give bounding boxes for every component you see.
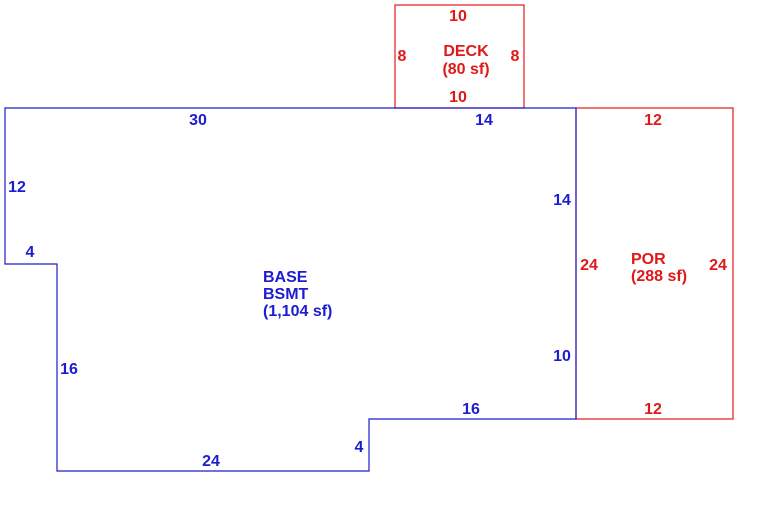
deck-dim-bottom: 10 xyxy=(449,89,467,106)
base-dim-bottom-left: 24 xyxy=(202,453,220,470)
porch-name: POR xyxy=(631,251,666,268)
porch-dim-bottom: 12 xyxy=(644,401,662,418)
base-dim-top-left: 30 xyxy=(189,112,207,129)
porch-dim-right: 24 xyxy=(709,257,727,274)
deck-dim-right: 8 xyxy=(511,48,520,65)
base-dim-top-right: 14 xyxy=(475,112,493,129)
base-name: BASE xyxy=(263,269,308,286)
base-dim-step-bottom: 4 xyxy=(355,439,364,456)
base-dim-right-upper: 14 xyxy=(553,192,571,209)
base-dim-step-left: 4 xyxy=(26,244,35,261)
base-subname: BSMT xyxy=(263,286,309,303)
porch-area: (288 sf) xyxy=(631,268,687,285)
base-dim-left-upper: 12 xyxy=(8,179,26,196)
base-dim-left-lower: 16 xyxy=(60,361,78,378)
base-group: 30 14 12 4 16 24 4 16 14 10 BASE BSMT (1… xyxy=(8,112,571,470)
porch-dim-top: 12 xyxy=(644,112,662,129)
porch-group: 12 24 24 12 POR (288 sf) xyxy=(580,112,727,418)
deck-name: DECK xyxy=(443,43,489,60)
base-dim-right-lower: 10 xyxy=(553,348,571,365)
base-area: (1,104 sf) xyxy=(263,303,332,320)
deck-area: (80 sf) xyxy=(442,61,489,78)
deck-dim-top: 10 xyxy=(449,8,467,25)
deck-dim-left: 8 xyxy=(398,48,407,65)
deck-group: 10 8 8 10 DECK (80 sf) xyxy=(398,8,520,106)
porch-dim-left: 24 xyxy=(580,257,598,274)
base-outline xyxy=(4,107,577,472)
base-dim-bottom-right: 16 xyxy=(462,401,480,418)
